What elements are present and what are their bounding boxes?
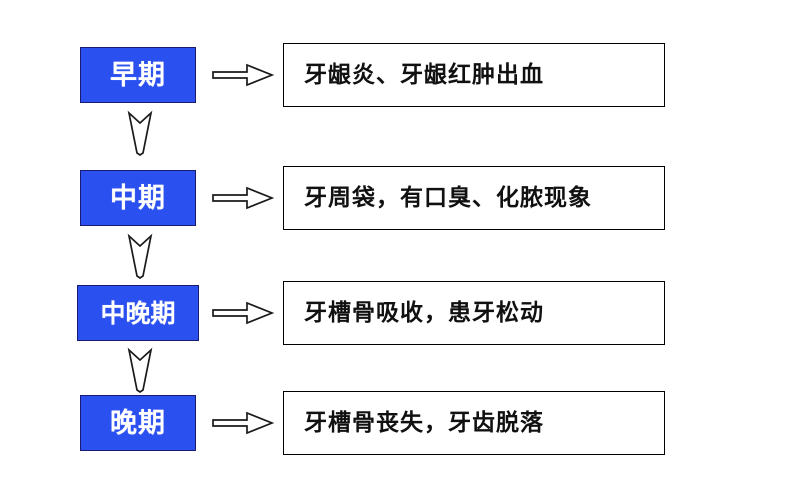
stage-label-box-mid-late[interactable]: 中晚期 — [77, 285, 199, 341]
stage-description-box[interactable]: 牙龈炎、牙龈红肿出血 — [283, 43, 665, 107]
stage-description-text: 牙周袋，有口臭、化脓现象 — [304, 184, 592, 211]
hollow-right-arrow-icon — [211, 185, 275, 211]
hollow-right-arrow-icon — [211, 62, 275, 88]
stage-label-box-early[interactable]: 早期 — [80, 47, 196, 103]
hollow-down-chevron-icon — [126, 347, 154, 393]
stage-row: 晚期 牙槽骨丧失，牙齿脱落 — [0, 391, 800, 457]
stage-description-box[interactable]: 牙周袋，有口臭、化脓现象 — [283, 166, 665, 230]
stage-label-text: 中期 — [110, 182, 166, 214]
stage-row: 中晚期 牙槽骨吸收，患牙松动 — [0, 281, 800, 347]
hollow-right-arrow-icon — [211, 410, 275, 436]
stage-label-text: 中晚期 — [100, 298, 176, 328]
stage-row: 中期 牙周袋，有口臭、化脓现象 — [0, 166, 800, 232]
stage-label-text: 早期 — [110, 59, 166, 91]
hollow-down-chevron-icon — [126, 110, 154, 156]
stage-description-text: 牙槽骨吸收，患牙松动 — [304, 299, 544, 326]
stage-description-text: 牙龈炎、牙龈红肿出血 — [304, 61, 544, 88]
stage-description-text: 牙槽骨丧失，牙齿脱落 — [304, 409, 544, 436]
stage-row: 早期 牙龈炎、牙龈红肿出血 — [0, 43, 800, 109]
stage-label-text: 晚期 — [110, 407, 166, 439]
hollow-down-chevron-icon — [126, 233, 154, 279]
hollow-right-arrow-icon — [211, 300, 275, 326]
stage-label-box-middle[interactable]: 中期 — [80, 170, 196, 226]
stage-label-box-late[interactable]: 晚期 — [80, 395, 196, 451]
stage-description-box[interactable]: 牙槽骨丧失，牙齿脱落 — [283, 391, 665, 455]
stage-description-box[interactable]: 牙槽骨吸收，患牙松动 — [283, 281, 665, 345]
